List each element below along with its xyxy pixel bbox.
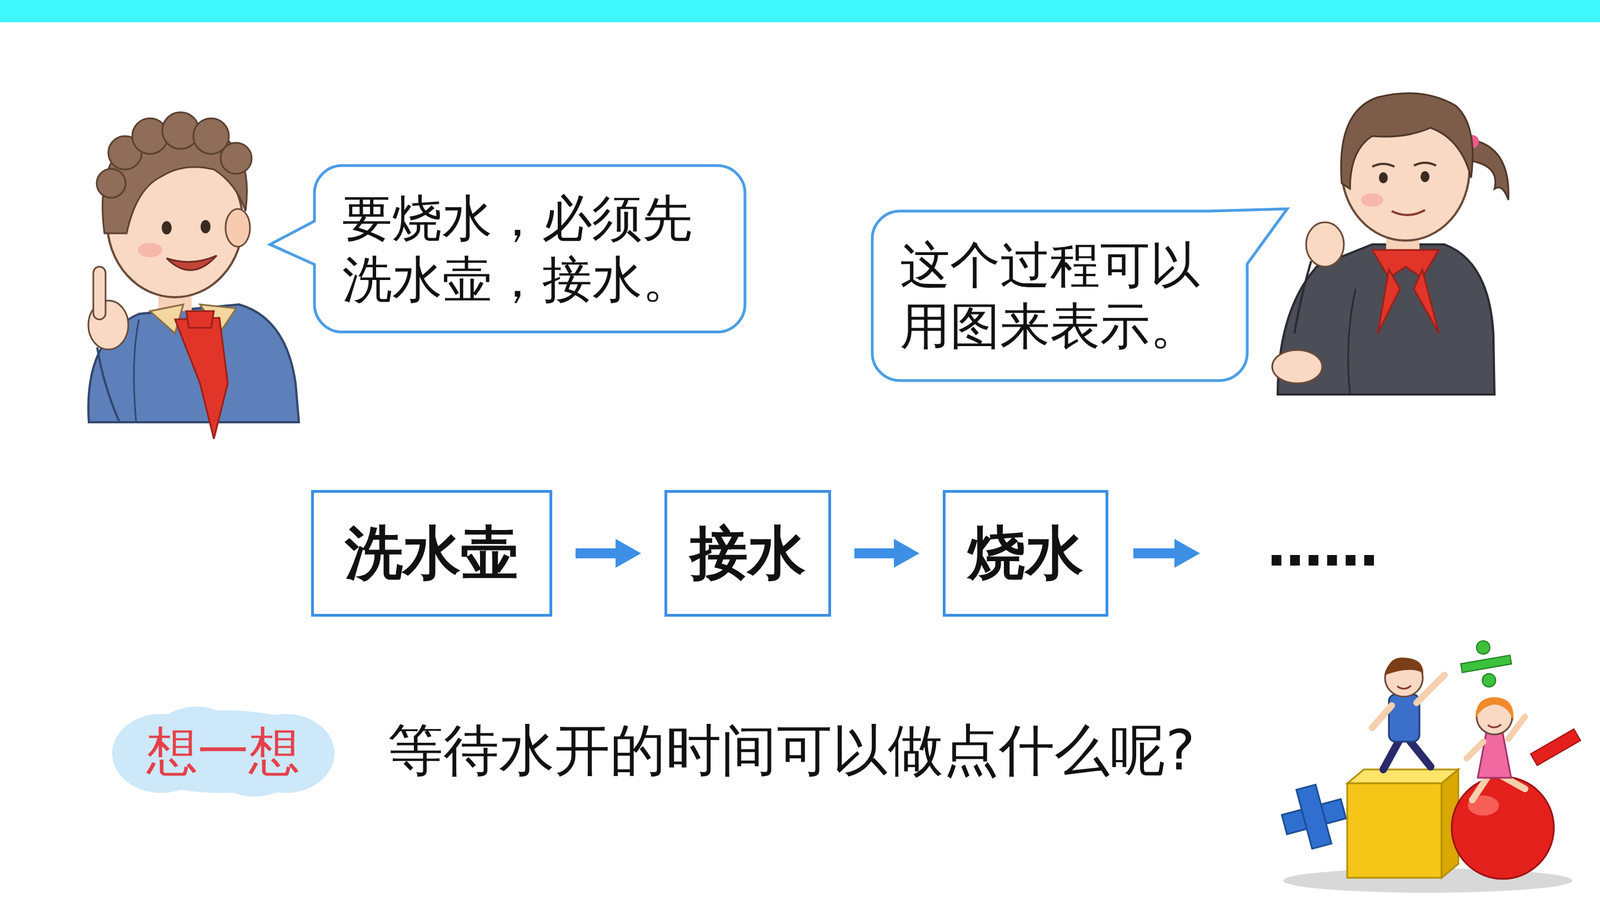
- arrow-head: [893, 538, 920, 568]
- math-decoration-part: [1487, 724, 1502, 728]
- girl-figure-part: [1272, 350, 1323, 384]
- arrow-shaft: [575, 548, 617, 559]
- step-text: 烧水: [967, 520, 1084, 587]
- math-decoration-part-part: [1481, 672, 1497, 689]
- speech-text: 这个过程可以 用图来表示。: [900, 234, 1220, 357]
- process-box: 接水: [664, 490, 832, 617]
- math-decoration-part: [1475, 697, 1514, 722]
- math-decoration-part: [1472, 775, 1489, 800]
- math-decoration-part: [1530, 728, 1581, 766]
- boy-figure: [88, 112, 299, 439]
- continue-arrow: [1133, 538, 1200, 568]
- continue-arrow-part: [1133, 548, 1176, 559]
- bubble-outline: [270, 165, 745, 333]
- math-decoration-part: [1347, 769, 1459, 784]
- flow-arrow: [854, 538, 920, 568]
- math-decoration-part: [1385, 657, 1424, 675]
- girl-figure-part: [1420, 171, 1430, 183]
- speech-bubble: 要烧水，必须先 洗水壶，接水。: [314, 165, 745, 333]
- girl-figure-part: [1372, 163, 1395, 167]
- ellipsis-mark: ……: [1267, 514, 1379, 579]
- speech-bubble: 这个过程可以 用图来表示。: [872, 211, 1248, 381]
- math-decoration-part-part: [1296, 784, 1332, 849]
- girl-figure-part: [1413, 269, 1439, 334]
- top-bar: [0, 0, 1600, 23]
- girl-figure-part: [1378, 172, 1388, 184]
- girl-figure-part: [1391, 210, 1425, 215]
- girl-figure-part: [1348, 288, 1356, 395]
- boy-figure-part: [175, 317, 228, 439]
- boy-figure-part: [137, 242, 163, 258]
- math-decoration-part: [1466, 741, 1484, 759]
- math-decoration: [1276, 636, 1581, 893]
- arrow-shaft: [854, 548, 895, 559]
- girl-figure-part: [1372, 250, 1439, 278]
- boy-figure-part: [225, 208, 250, 247]
- math-decoration-part: [1397, 685, 1412, 689]
- process-box: 洗水壶: [311, 490, 553, 617]
- speech-text: 要烧水，必须先 洗水壶，接水。: [342, 187, 718, 310]
- girl-figure-part: [1361, 193, 1384, 207]
- flow-arrow: [575, 538, 642, 568]
- math-decoration-part: [1408, 738, 1431, 767]
- process-box: 烧水: [942, 490, 1109, 617]
- boy-figure-part: [166, 255, 217, 270]
- girl-figure-part: [1294, 261, 1312, 334]
- step-text: 洗水壶: [345, 520, 519, 587]
- boy-figure-part: [93, 266, 106, 320]
- boy-figure-part: [220, 142, 252, 174]
- boy-figure-part: [186, 311, 214, 328]
- boy-figure-part: [133, 319, 139, 423]
- girl-figure-part: [1306, 222, 1344, 267]
- math-decoration-part: [1457, 636, 1515, 692]
- math-decoration-part: [1347, 783, 1442, 878]
- girl-figure-part: [1377, 269, 1400, 334]
- boy-figure-part: [97, 347, 120, 423]
- boy-figure-part: [161, 221, 172, 235]
- math-decoration-part: [1276, 779, 1352, 855]
- girl-figure-part: [1341, 93, 1473, 189]
- boy-figure-part: [96, 168, 126, 198]
- prompt-text: 想一想: [146, 722, 300, 782]
- girl-figure: [1272, 93, 1509, 395]
- math-decoration-part: [1451, 776, 1554, 879]
- math-decoration-part-part: [1475, 640, 1492, 656]
- girl-figure-part: [1413, 162, 1437, 166]
- bubble-outline: [872, 208, 1288, 381]
- continue-arrow-part: [1174, 538, 1200, 568]
- think-cloud: 想一想: [112, 706, 335, 797]
- step-text: 接水: [690, 520, 806, 587]
- math-decoration-part-part: [1530, 728, 1581, 766]
- cloud-blob: [112, 710, 335, 794]
- question-text: 等待水开的时间可以做点什么呢?: [387, 718, 1195, 783]
- boy-figure-part: [200, 220, 211, 234]
- math-decoration-part: [1372, 705, 1392, 728]
- math-decoration-part: [1383, 738, 1400, 770]
- arrow-head: [615, 538, 642, 568]
- math-decoration-part-part: [1460, 655, 1512, 673]
